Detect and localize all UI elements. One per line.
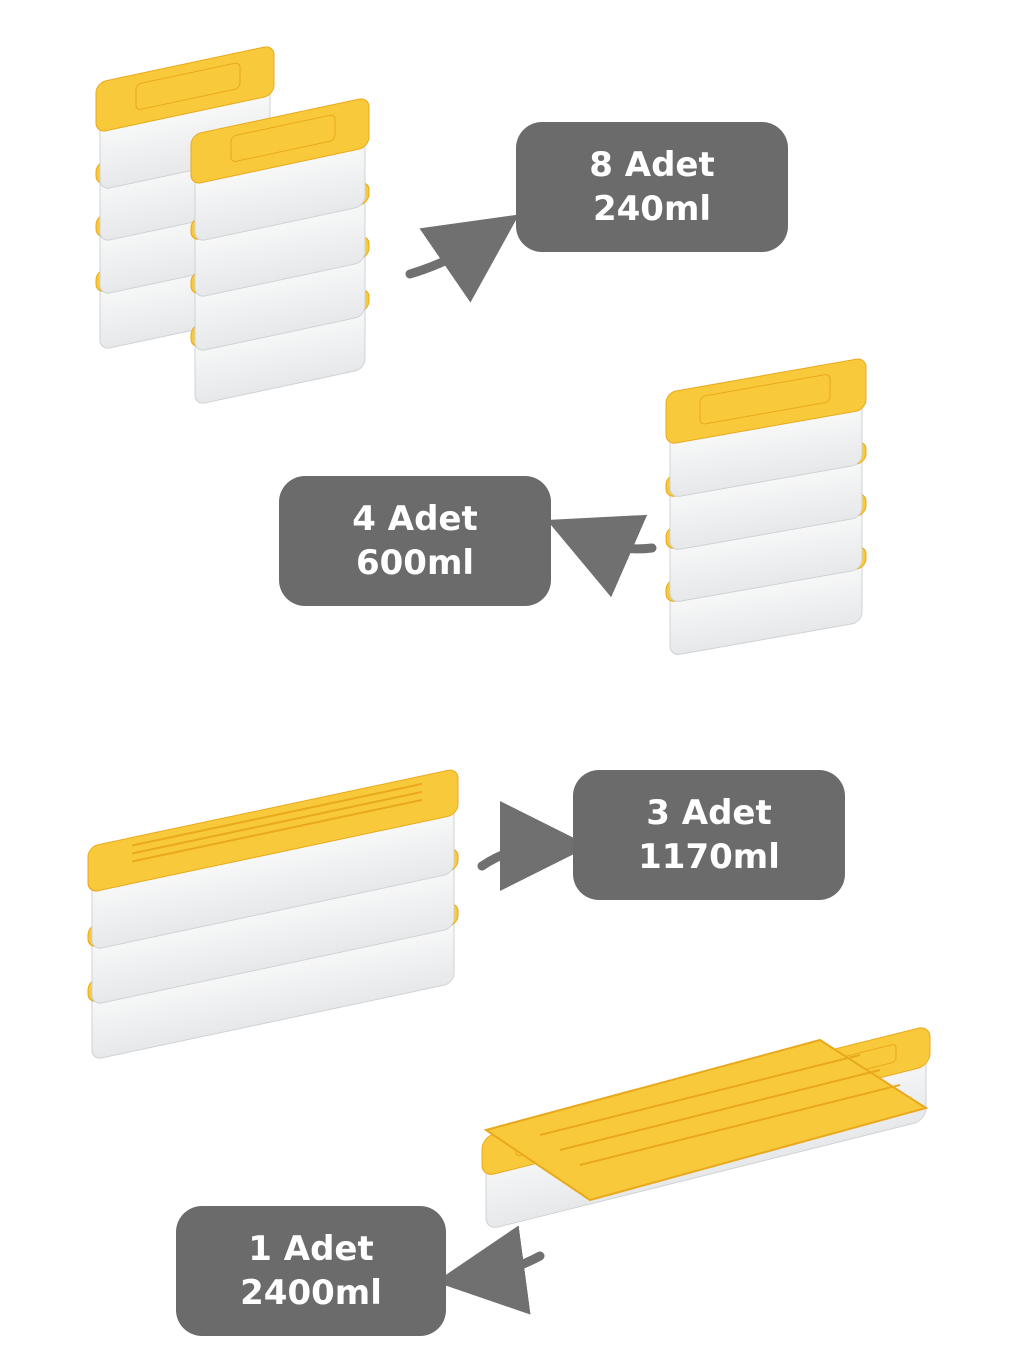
arrow-icon [435, 1225, 545, 1315]
arrow-icon [477, 801, 590, 892]
label-set-1: 1 Adet 2400ml [176, 1206, 446, 1336]
container-single-large [481, 1027, 931, 1228]
container-stack-8 [95, 46, 370, 404]
label-count: 4 Adet [352, 499, 478, 539]
arrow-icon [405, 214, 520, 303]
label-volume: 1170ml [638, 837, 780, 877]
arrow-icon [546, 514, 657, 598]
label-set-8: 8 Adet 240ml [516, 122, 788, 252]
label-set-3: 3 Adet 1170ml [573, 770, 845, 900]
label-count: 3 Adet [646, 793, 772, 833]
label-count: 1 Adet [248, 1229, 374, 1269]
label-volume: 2400ml [240, 1273, 382, 1313]
container-stack-4 [665, 358, 867, 655]
label-volume: 240ml [592, 189, 712, 229]
label-set-4: 4 Adet 600ml [279, 476, 551, 606]
label-count: 8 Adet [589, 145, 715, 185]
container-stack-3 [87, 769, 459, 1059]
label-volume: 600ml [355, 543, 475, 583]
